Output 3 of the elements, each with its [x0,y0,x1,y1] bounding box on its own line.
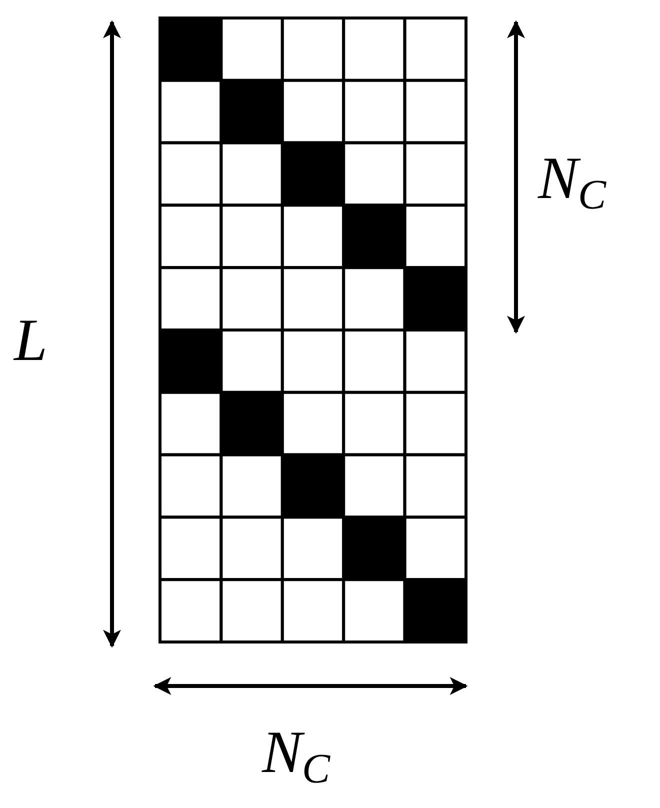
dimension-label: N$_{C}$ [262,722,330,782]
dimension-label: N$_{C}$ [538,148,606,208]
dimension-label: L [14,310,48,370]
